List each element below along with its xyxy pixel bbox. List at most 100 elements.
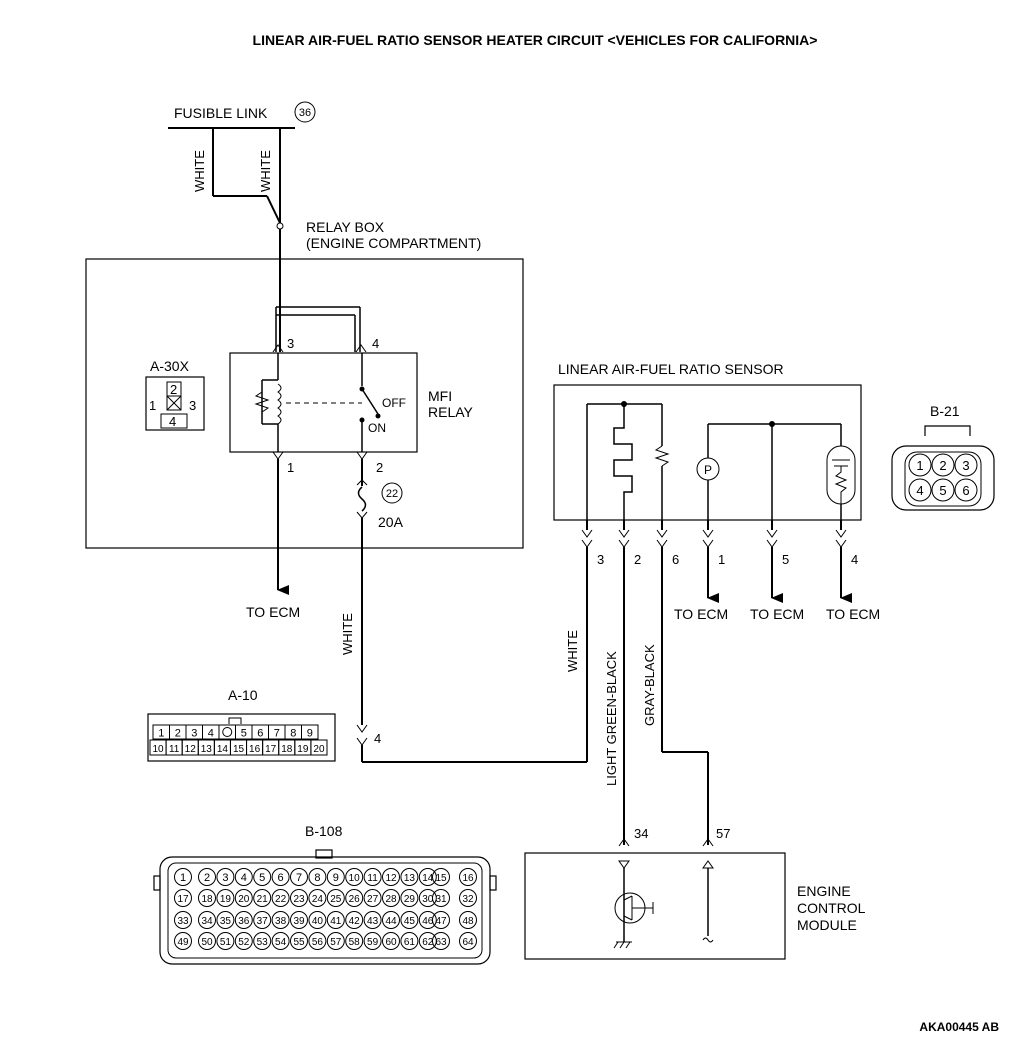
relay-connector-label: A-30X xyxy=(150,358,190,374)
b108-pin-label: 62 xyxy=(422,937,434,948)
b108-pin xyxy=(216,911,235,929)
a10-pin: 11 xyxy=(169,744,180,755)
b108-pin xyxy=(308,868,327,886)
b108-pin-label: 60 xyxy=(385,937,397,948)
sensor-pin-chevron xyxy=(618,539,630,548)
b108-pin-label: 13 xyxy=(404,873,416,884)
b108-pin-label: 52 xyxy=(238,937,250,948)
b108-pin-label: 1 xyxy=(180,872,186,884)
b108-pin xyxy=(400,889,419,907)
b21-pin xyxy=(931,453,955,477)
b108-pin xyxy=(363,868,382,886)
fusible-link-number: 36 xyxy=(299,107,311,119)
sensor-pin-chevron xyxy=(766,529,778,538)
relay-pin-3: 3 xyxy=(287,336,294,351)
to-ecm-sensor-5: TO ECM xyxy=(750,606,804,622)
b108-pin xyxy=(253,868,272,886)
relay-pin-1: 1 xyxy=(287,460,294,475)
ecm-pin-34: 34 xyxy=(634,826,648,841)
b108-pin xyxy=(326,911,345,929)
sensor-pin-label: 5 xyxy=(782,552,789,567)
sensor-label: LINEAR AIR-FUEL RATIO SENSOR xyxy=(558,361,784,377)
b108-pin-label: 4 xyxy=(241,872,247,884)
b108-pin-label: 15 xyxy=(435,873,447,884)
b108-pin-label: 43 xyxy=(367,916,379,927)
b21-pin xyxy=(931,478,955,502)
b108-pin xyxy=(198,889,216,907)
b108-pin-label: 20 xyxy=(238,894,250,905)
a10-pin: 8 xyxy=(290,728,296,740)
b108-pin xyxy=(326,932,345,950)
b108-pin-label: 9 xyxy=(333,872,339,884)
mfi-relay-label-2: RELAY xyxy=(428,404,474,420)
b108-pin-label: 8 xyxy=(314,872,320,884)
b108-pin xyxy=(174,889,192,907)
relay-pin-2: 2 xyxy=(376,460,383,475)
b108-pin xyxy=(382,868,400,886)
a10-pin: 5 xyxy=(241,728,247,740)
b108-pin-label: 42 xyxy=(349,916,361,927)
b108-pin xyxy=(234,932,253,950)
b108-pin xyxy=(363,911,382,929)
b108-pin-label: 16 xyxy=(462,873,474,884)
b108-pin xyxy=(308,889,327,907)
b21-pin-label: 2 xyxy=(939,458,946,473)
b108-pin xyxy=(432,932,450,950)
b108-pin xyxy=(326,889,345,907)
sensor-pin-chevron xyxy=(581,539,593,548)
b108-pin-label: 37 xyxy=(257,916,269,927)
b108-pin-label: 50 xyxy=(201,937,213,948)
b108-pin-label: 22 xyxy=(275,894,287,905)
relay-connector-pin-2: 2 xyxy=(170,382,177,397)
b108-pin-label: 40 xyxy=(312,916,324,927)
b108-pin xyxy=(253,889,272,907)
a10-pin: 3 xyxy=(191,728,197,740)
b108-pin xyxy=(290,932,308,950)
b108-pin xyxy=(198,932,216,950)
wire-color-relay-a10: WHITE xyxy=(340,613,355,655)
b108-pin xyxy=(290,889,308,907)
b108-pin-label: 18 xyxy=(201,894,213,905)
b108-pin xyxy=(400,911,419,929)
b108-pin-label: 17 xyxy=(177,894,189,905)
b108-pin xyxy=(363,889,382,907)
b108-pin xyxy=(253,932,272,950)
b108-pin-label: 38 xyxy=(275,916,287,927)
b108-pin-label: 3 xyxy=(222,872,228,884)
b108-pin-label: 45 xyxy=(404,916,416,927)
b108-pin xyxy=(271,911,290,929)
a10-label: A-10 xyxy=(228,687,258,703)
b108-pin xyxy=(382,911,400,929)
b108-pin-label: 25 xyxy=(330,894,342,905)
b108-pin xyxy=(216,932,235,950)
b108-pin xyxy=(363,932,382,950)
b108-pin-label: 35 xyxy=(220,916,232,927)
b108-pin xyxy=(198,911,216,929)
b108-pin-label: 23 xyxy=(293,894,305,905)
a10-pin: 2 xyxy=(175,728,181,740)
mfi-relay xyxy=(229,352,418,453)
b108-pin xyxy=(345,911,364,929)
sensor-pin-chevron xyxy=(581,529,593,538)
fusible-link: FUSIBLE LINK 36 WHITE WHITE xyxy=(168,101,316,230)
diagram-title: LINEAR AIR-FUEL RATIO SENSOR HEATER CIRC… xyxy=(253,32,818,48)
sensor-pin-label: 4 xyxy=(851,552,858,567)
a10-pin: 12 xyxy=(185,744,197,755)
b108-pin-label: 54 xyxy=(275,937,287,948)
relay-box-subtitle: (ENGINE COMPARTMENT) xyxy=(306,235,481,251)
b108-pin xyxy=(459,889,477,907)
b108-pin-label: 28 xyxy=(385,894,397,905)
fusible-link-label: FUSIBLE LINK xyxy=(174,105,268,121)
b108-pin xyxy=(234,911,253,929)
b108-pin-label: 48 xyxy=(462,916,474,927)
b108-pin xyxy=(174,932,192,950)
sensor-pin-label: 6 xyxy=(672,552,679,567)
b108-pin-label: 59 xyxy=(367,937,379,948)
b108-pin-label: 39 xyxy=(293,916,305,927)
sensor-pin-chevron xyxy=(656,529,668,538)
b108-pin-label: 14 xyxy=(422,873,434,884)
sensor-pin-chevron xyxy=(656,539,668,548)
sensor-pin-chevron xyxy=(766,539,778,548)
